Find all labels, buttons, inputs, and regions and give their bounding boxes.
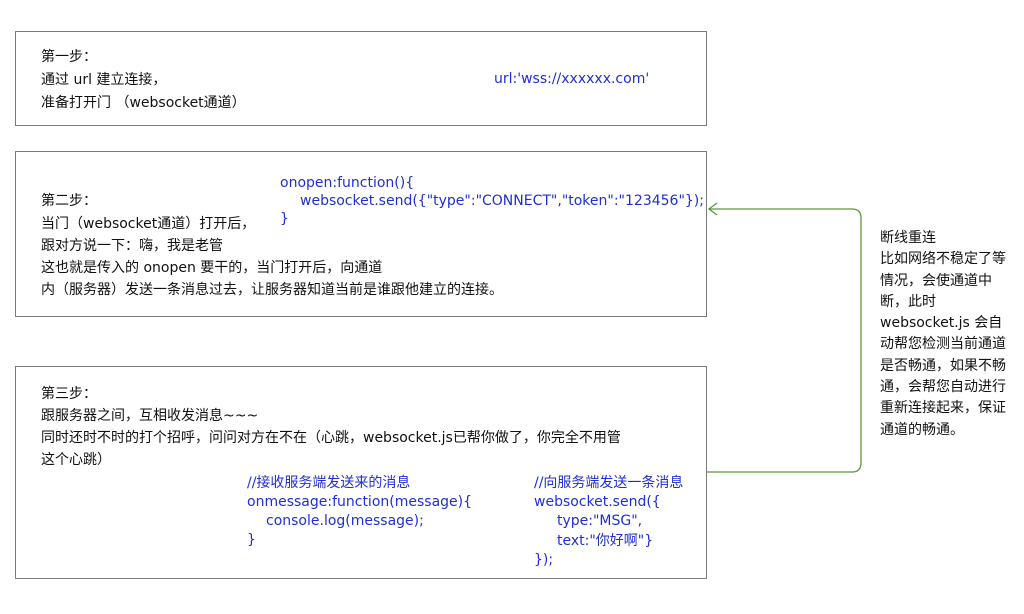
step1-line1: 通过 url 建立连接， — [41, 72, 167, 88]
step2-line4: 内（服务器）发送一条消息过去，让服务器知道当前是谁跟他建立的连接。 — [41, 282, 503, 298]
step3-line3: 这个心跳） — [41, 452, 111, 468]
onopen-code-line2: websocket.send({"type":"CONNECT","token"… — [300, 193, 704, 209]
step3-line1: 跟服务器之间，互相收发消息~~~ — [41, 408, 259, 424]
send-code-line1: websocket.send({ — [534, 494, 661, 510]
step2-line3: 这也就是传入的 onopen 要干的，当门打开后，向通道 — [41, 260, 383, 276]
step1-line2: 准备打开门 （websocket通道） — [41, 95, 246, 111]
receive-code-comment: //接收服务端发送来的消息 — [247, 475, 411, 491]
send-code-line2: type:"MSG", — [557, 513, 643, 529]
send-code-comment: //向服务端发送一条消息 — [534, 475, 684, 491]
reconnect-note: 断线重连 比如网络不稳定了等情况，会使通道中断，此时 websocket.js … — [880, 228, 1014, 441]
step1-box — [15, 31, 707, 126]
step3-title: 第三步： — [41, 386, 97, 402]
receive-code-line2: console.log(message); — [266, 513, 424, 529]
reconnect-body: 比如网络不稳定了等情况，会使通道中断，此时 websocket.js 会自动帮您… — [880, 251, 1006, 438]
send-code-line4: }); — [534, 552, 554, 568]
receive-code-line3: } — [247, 532, 256, 548]
step2-line2: 跟对方说一下：嗨，我是老管 — [41, 238, 223, 254]
step2-line1: 当门（websocket通道）打开后， — [41, 216, 256, 232]
onopen-code-line1: onopen:function(){ — [280, 175, 415, 191]
reconnect-title: 断线重连 — [880, 230, 936, 246]
receive-code-line1: onmessage:function(message){ — [247, 494, 473, 510]
step2-title: 第二步： — [41, 193, 97, 209]
send-code-line3: text:"你好啊"} — [557, 533, 654, 549]
onopen-code-line3: } — [280, 211, 289, 227]
step3-line2: 同时还时不时的打个招呼，问问对方在不在（心跳，websocket.js已帮你做了… — [41, 430, 621, 446]
step3-box — [15, 366, 707, 579]
step1-title: 第一步： — [41, 49, 97, 65]
step1-url: url:'wss://xxxxxx.com' — [494, 71, 650, 87]
step2-box — [15, 151, 707, 317]
